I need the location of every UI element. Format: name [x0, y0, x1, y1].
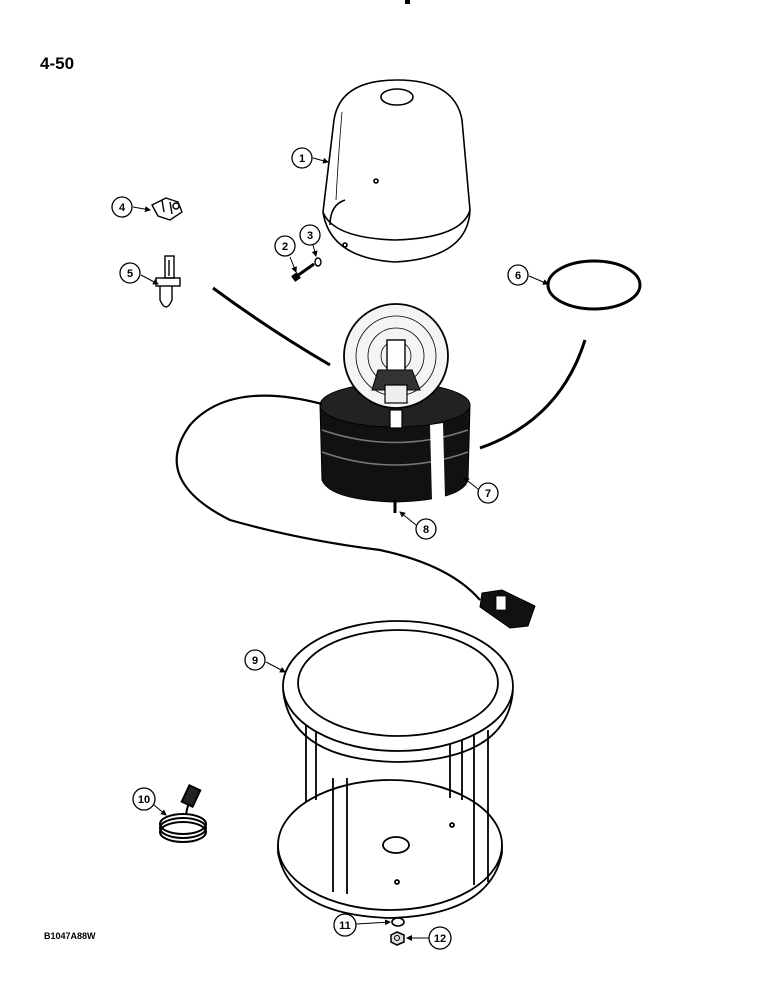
- mounting-stand-part: [277, 620, 514, 919]
- callout-leader-5: [140, 274, 159, 285]
- assembly-line-right: [479, 339, 587, 450]
- halogen-bulb-part: [155, 255, 181, 308]
- callout-leader-4: [132, 206, 151, 213]
- callout-label-9: 9: [252, 655, 258, 667]
- callout-leader-6: [528, 275, 549, 285]
- callout-label-7: 7: [485, 488, 491, 500]
- beacon-cable: [175, 394, 481, 601]
- callout-circle-2: [274, 235, 296, 257]
- callout-leader-8: [399, 511, 417, 526]
- callout-label-12: 12: [434, 933, 446, 945]
- washer-part: [391, 917, 405, 927]
- callout-circle-8: [415, 518, 437, 540]
- dome-lens-part: [322, 79, 471, 263]
- gasket-ring-part: [546, 259, 642, 311]
- page-number: 4-50: [40, 54, 75, 73]
- wire-harness-part: [159, 783, 207, 843]
- callout-leader-3: [311, 244, 318, 257]
- figure-code: B1047A88W: [44, 931, 96, 941]
- callout-leader-2: [289, 256, 297, 273]
- callout-label-3: 3: [307, 230, 313, 242]
- callout-circle-4: [111, 196, 133, 218]
- callout-circle-11: [333, 913, 357, 937]
- callout-label-6: 6: [515, 270, 521, 282]
- callout-circle-5: [119, 262, 141, 284]
- callout-label-11: 11: [339, 920, 351, 932]
- callout-label-8: 8: [423, 524, 429, 536]
- callout-circle-12: [428, 926, 452, 950]
- callout-leader-9: [265, 661, 286, 673]
- callout-leader-11: [355, 919, 391, 926]
- assembly-line-left: [212, 286, 331, 367]
- nut-part: [390, 931, 405, 946]
- callout-circle-3: [299, 224, 321, 246]
- callout-label-10: 10: [138, 794, 150, 806]
- callout-circle-9: [244, 649, 266, 671]
- bulb-clip-part: [151, 197, 183, 221]
- callout-circle-6: [507, 264, 529, 286]
- callout-leader-10: [153, 804, 167, 816]
- cable-connector: [479, 589, 536, 629]
- screw-part: [291, 262, 315, 282]
- o-ring-part: [314, 257, 322, 267]
- callout-label-2: 2: [282, 241, 288, 253]
- beacon-base-part: [319, 303, 471, 513]
- callout-circle-7: [477, 482, 499, 504]
- callout-leader-1: [312, 157, 329, 164]
- callout-label-5: 5: [127, 268, 133, 280]
- callout-label-1: 1: [299, 153, 305, 165]
- callout-leader-7: [463, 477, 479, 490]
- callout-circle-1: [291, 147, 313, 169]
- callout-label-4: 4: [119, 202, 126, 214]
- callout-circle-10: [132, 787, 156, 811]
